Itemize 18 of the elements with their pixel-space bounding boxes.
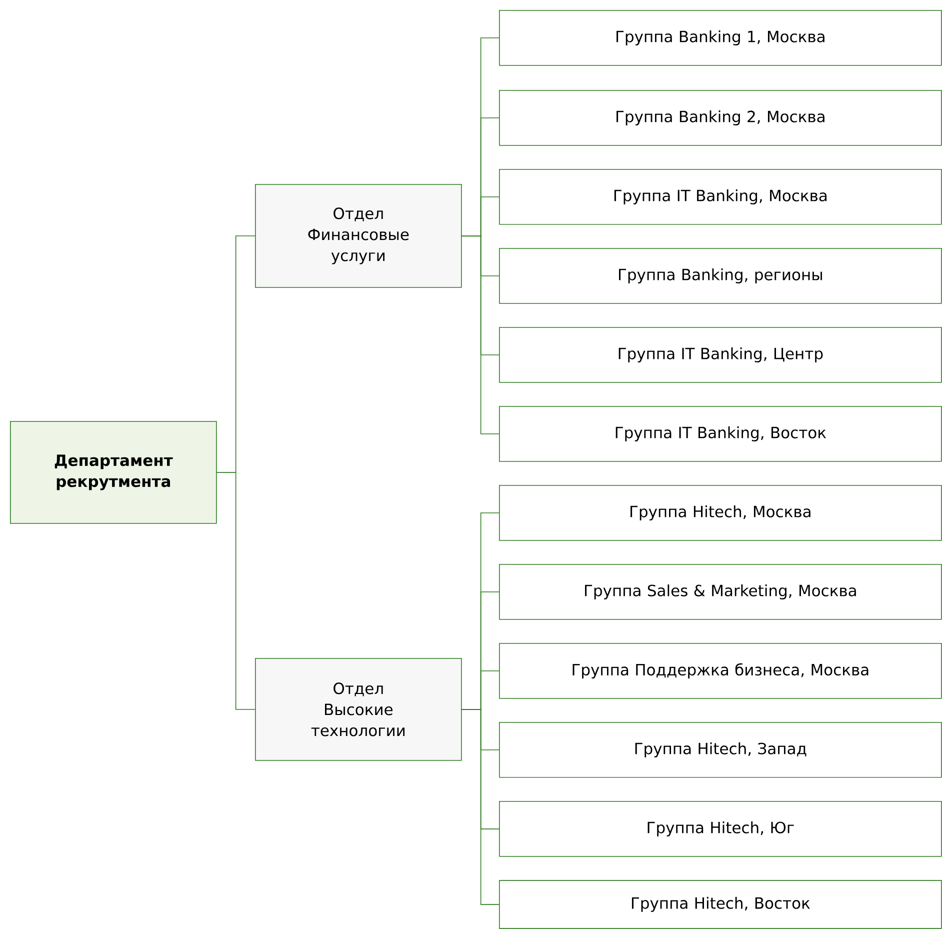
group-box: Группа IT Banking, Москва <box>499 169 942 225</box>
group-box: Группа Sales & Marketing, Москва <box>499 564 942 620</box>
group-box: Группа Banking 2, Москва <box>499 90 942 146</box>
division-box: Отдел Высокие технологии <box>255 658 462 761</box>
group-box: Группа Hitech, Москва <box>499 485 942 541</box>
connector-line <box>461 236 500 434</box>
group-box: Группа IT Banking, Восток <box>499 406 942 462</box>
group-box: Группа Hitech, Юг <box>499 801 942 857</box>
connector-line <box>216 472 256 710</box>
division-box: Отдел Финансовые услуги <box>255 184 462 288</box>
group-box: Группа Поддержка бизнеса, Москва <box>499 643 942 699</box>
group-box: Группа Hitech, Запад <box>499 722 942 778</box>
group-box: Группа IT Banking, Центр <box>499 327 942 383</box>
department-box: Департамент рекрутмента <box>10 421 217 524</box>
group-box: Группа Hitech, Восток <box>499 880 942 929</box>
group-box: Группа Banking, регионы <box>499 248 942 304</box>
group-box: Группа Banking 1, Москва <box>499 10 942 66</box>
connector-line <box>461 709 500 905</box>
